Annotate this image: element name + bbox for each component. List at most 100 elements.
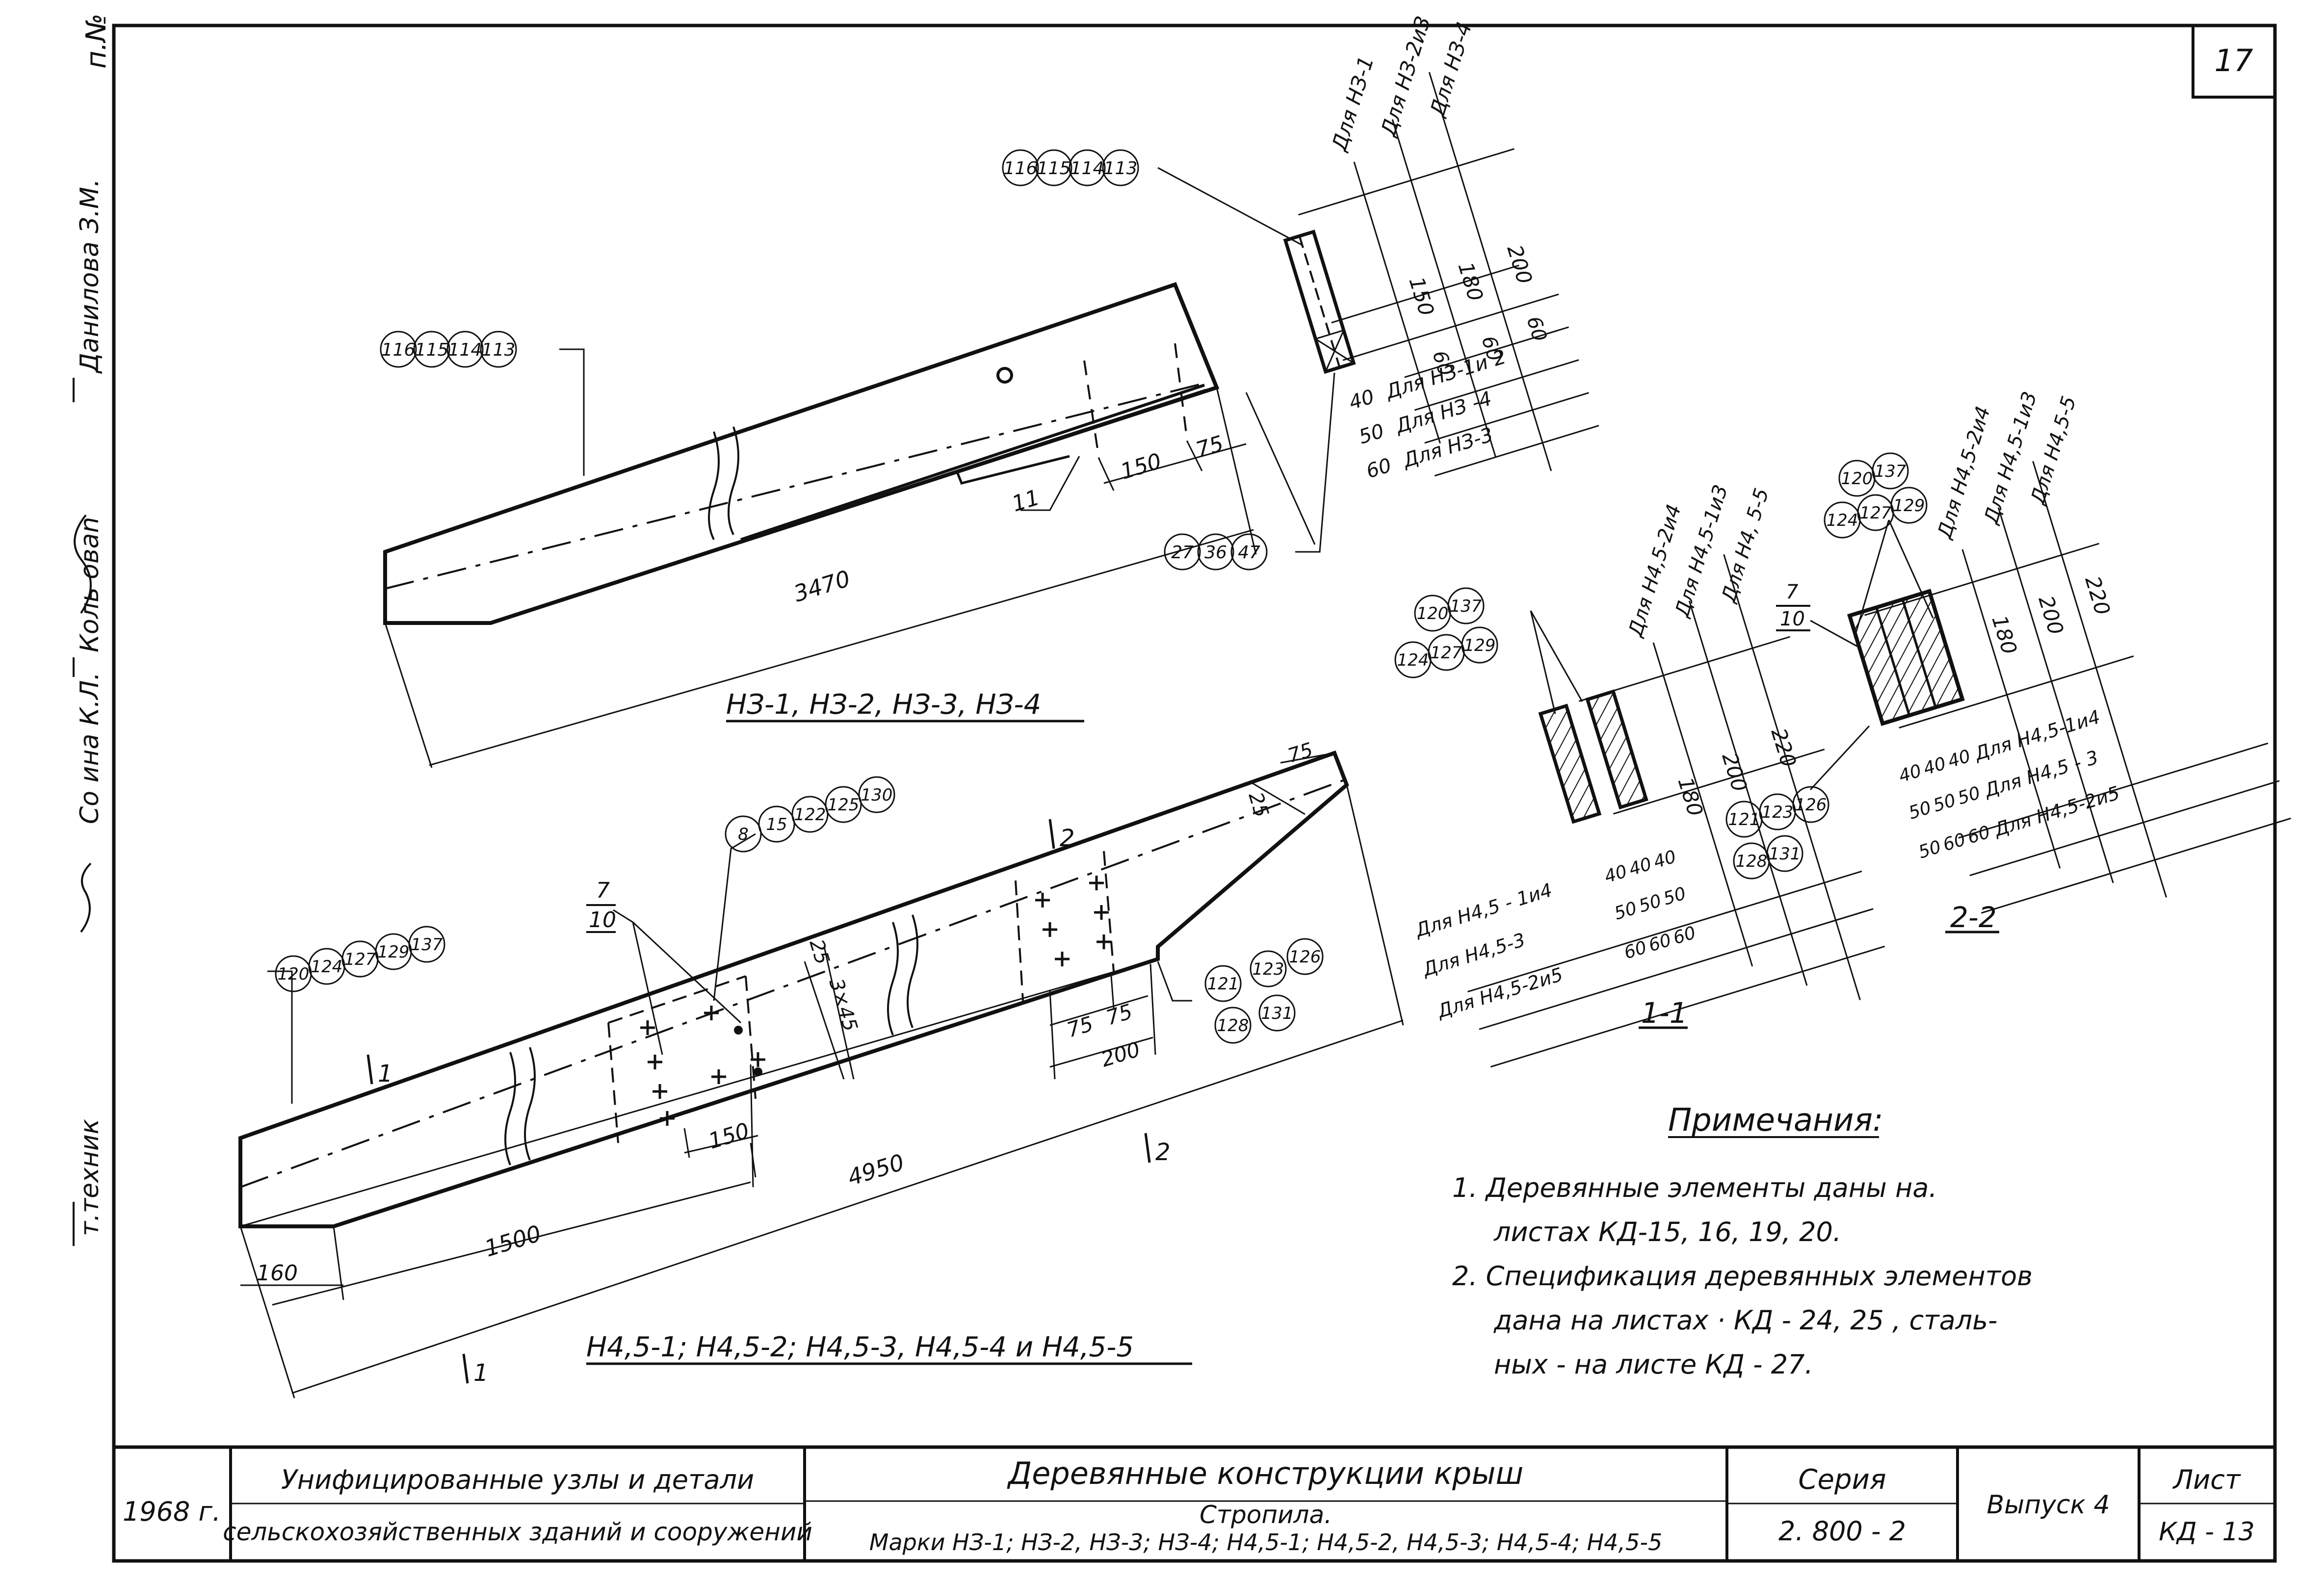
s22-marker-7: 7 [1786,581,1799,603]
callout-129: 129 [378,942,410,962]
callout-nz-top: 116 115 114 113 [1002,149,1139,186]
beam-n45-drawing [238,750,1404,1399]
s11-callout-124: 124 [1397,650,1429,670]
callout-126: 126 [1289,947,1321,967]
callout-120: 120 [278,964,310,984]
dim-n45-25b: 25 [1244,789,1273,820]
callout-8: 8 [738,825,749,844]
callout-114-top: 114 [1071,158,1104,179]
title-block [114,1445,2275,1561]
s22-row1-w2: 40 [1921,753,1949,779]
s22-h200: 200 [2034,593,2068,638]
s22-row2-w3: 50 [1956,783,1983,809]
callout-47: 47 [1238,543,1260,563]
s11-row3-w3: 60 [1671,923,1698,949]
dim-n45-3x45: 3×45 [824,976,862,1034]
sheet-label: Лист [2172,1464,2241,1495]
callout-124: 124 [311,957,343,977]
callout-115-top: 115 [1037,158,1071,179]
notes-title: Примечания: [1668,1102,1883,1139]
note-line-3: 2. Спецификация деревянных элементов [1452,1261,2033,1292]
s11-row1-w2: 40 [1627,854,1654,880]
series-title-line-2: сельскохозяйственных зданий и сооружений [223,1518,812,1546]
callout-137: 137 [411,935,443,955]
nz-row3-w: 60 [1363,454,1394,483]
main-title: Деревянные конструкции крыш [1007,1455,1523,1491]
s11-row3-label: Для Н4,5-2и5 [1434,963,1566,1022]
marks-list: Марки НЗ-1; НЗ-2, НЗ-3; НЗ-4; Н4,5-1; Н4… [869,1529,1662,1556]
s22-row3-w1: 50 [1916,837,1944,863]
cut-2-bottom: 2 [1155,1139,1171,1166]
callout-125: 125 [828,795,860,815]
nz-h180: 180 [1453,259,1488,304]
s11-row2-w3: 50 [1661,883,1689,909]
section-2-2 [1809,461,2291,934]
sheet-frame [112,24,2277,1563]
note-line-1: 1. Деревянные элементы даны на. [1452,1172,1937,1203]
section-1-1-title: 1-1 [1641,996,1688,1030]
s11-row1-label: Для Н4,5 - 1и4 [1412,879,1555,941]
callout-128: 128 [1217,1016,1249,1036]
issue-number: Выпуск 4 [1986,1490,2110,1520]
cut-markers: 1 1 2 2 [366,819,1171,1387]
callout-n45-right: 121 123 126 128 131 [1204,938,1324,1044]
s22-callout-129: 129 [1893,496,1925,516]
signature-2 [74,514,92,614]
cut-1-top: 1 [378,1060,393,1088]
nz-section-label-2: Для НЗ-2и3 [1376,13,1435,140]
s11-row1-w3: 40 [1651,847,1679,873]
beam-nz-drawing [383,167,1335,768]
s11-h180: 180 [1673,775,1707,819]
nz-section-label-1: Для НЗ-1 [1327,53,1379,155]
sheet-number: 17 [2215,43,2253,78]
beam-nz-caption: НЗ-1, НЗ-2, НЗ-3, НЗ-4 [726,689,1041,721]
section-1-1-callout: 120 137 124 127 129 [1394,587,1498,678]
marker-7: 7 [596,878,610,903]
marker-7-10-beam: 7 10 [586,878,616,933]
s11-row2-w1: 50 [1612,898,1640,924]
marker-10: 10 [589,908,616,933]
s11-callout-120: 120 [1417,604,1449,623]
dim-n45-160: 160 [257,1261,298,1286]
dim-nz-150: 150 [1118,448,1164,484]
dim-nz-length: 3470 [790,565,853,607]
beam-n45-outline [238,750,1349,1228]
nz-h200: 200 [1502,242,1537,287]
s22-row1-w1: 40 [1897,761,1924,787]
dim-n45-length: 4950 [844,1149,907,1191]
role-danilova: Данилова З.М. [75,179,104,374]
beam-n45-caption: Н4,5-1; Н4,5-2; Н4,5-3, Н4,5-4 и Н4,5-5 [586,1331,1134,1363]
dim-n45-200: 200 [1098,1037,1143,1071]
dim-n45-150: 150 [705,1118,752,1154]
section-2-2-title: 2-2 [1950,901,1997,934]
s22-callout-126: 126 [1795,795,1827,815]
s11-row1-w1: 40 [1602,861,1630,887]
callout-nz-bottom: 27 36 47 [1164,533,1268,571]
s22-callout-121: 121 [1728,810,1760,830]
cut-1-bottom: 1 [473,1359,489,1387]
s22-h220: 220 [2080,573,2115,618]
note-line-2: листах КД-15, 16, 19, 20. [1493,1217,1841,1247]
nz-row1-w: 40 [1346,386,1377,415]
s22-row3-w3: 60 [1965,822,1993,848]
s22-row2-w2: 50 [1931,790,1958,816]
s22-callout-128: 128 [1736,852,1768,871]
note-line-4: дана на листах · КД - 24, 25 , сталь- [1493,1305,1998,1336]
nz-section-rows: 40 Для НЗ-1и 2 50 Для НЗ -4 60 Для НЗ-3 [1346,345,1509,483]
s22-row3-w2: 60 [1941,830,1968,856]
callout-130: 130 [861,785,893,805]
section-1-1 [1467,554,1885,1068]
nz-section-label-3: Для НЗ-4 [1425,19,1477,120]
s22-h180: 180 [1987,613,2021,657]
callout-36: 36 [1204,543,1227,563]
nz-h150: 150 [1404,274,1438,319]
dim-n45-1500: 1500 [481,1220,544,1262]
part-11-label: 11 [1009,485,1043,517]
cut-2-top: 2 [1060,825,1075,852]
callout-113: 113 [482,340,516,360]
role-sotina: Со ина К.Л. [75,672,104,824]
callout-114: 114 [448,340,482,360]
callout-n45-top: 8 15 122 125 130 [725,776,895,853]
series-value: 2. 800 - 2 [1778,1516,1906,1547]
